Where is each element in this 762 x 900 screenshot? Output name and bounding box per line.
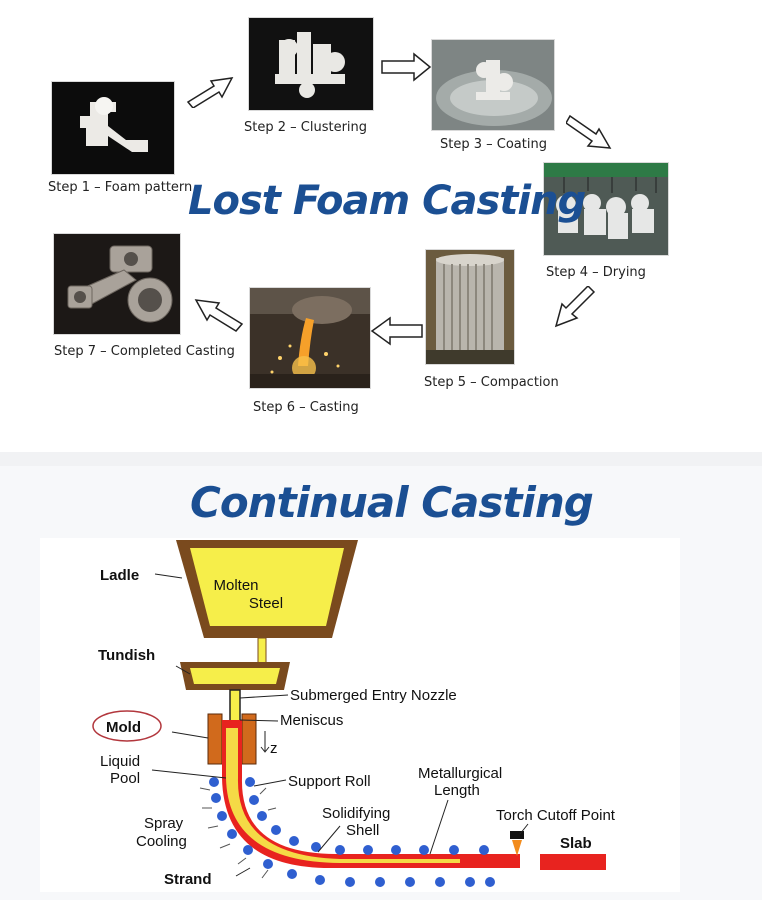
- step-3-label: Step 3 – Coating: [440, 137, 547, 152]
- arrow-step4-to-step5: [554, 286, 596, 328]
- support-roll-pointer: [253, 779, 287, 787]
- step-6-label: Step 6 – Casting: [253, 400, 359, 415]
- nozzle-pointer: [239, 694, 289, 699]
- meniscus-label: Meniscus: [280, 712, 343, 729]
- tundish-steel: [190, 668, 280, 684]
- metallurgical-line2: Length: [434, 782, 480, 799]
- step-2-photo: [249, 18, 373, 110]
- slab: [540, 854, 606, 870]
- support-roll-label: Support Roll: [288, 773, 371, 790]
- step-1-label: Step 1 – Foam pattern: [48, 180, 193, 195]
- step-4-label: Step 4 – Drying: [546, 265, 646, 280]
- liquid-pool-line2: Pool: [110, 770, 140, 787]
- mold-pointer: [171, 731, 209, 739]
- slab-label: Slab: [560, 835, 592, 852]
- arrow-step5-to-step6: [370, 316, 423, 346]
- torch-head: [510, 831, 524, 839]
- torch-flame: [512, 840, 522, 856]
- step-4-photo: [544, 163, 668, 255]
- step-1-photo: [52, 82, 174, 174]
- step-5-label: Step 5 – Compaction: [424, 375, 559, 390]
- mold-label-ring: [92, 710, 162, 742]
- meniscus-pointer: [239, 719, 279, 722]
- strand-label: Strand: [164, 871, 212, 888]
- continuous-casting-diagram: Ladle Molten Steel Tundish Submerged Ent…: [40, 538, 680, 892]
- lost-foam-panel: Step 1 – Foam pattern Step 2 – Clusterin…: [48, 18, 668, 415]
- molten-label-line1: Molten: [213, 577, 258, 594]
- support-rolls: [209, 777, 495, 887]
- z-axis-arrowhead: [260, 746, 270, 753]
- lost-foam-title: Lost Foam Casting: [188, 178, 586, 224]
- ladle-label: Ladle: [100, 567, 139, 584]
- arrow-step2-to-step3: [381, 52, 432, 82]
- torch-label: Torch Cutoff Point: [496, 807, 616, 824]
- step-7-label: Step 7 – Completed Casting: [54, 344, 235, 359]
- mold-right-wall: [241, 713, 257, 765]
- liquid-pool-pointer: [151, 769, 227, 779]
- metallurgical-line1: Metallurgical: [418, 765, 502, 782]
- step-2-label: Step 2 – Clustering: [244, 120, 368, 135]
- solidifying-line1: Solidifying: [322, 805, 390, 822]
- continual-casting-title: Continual Casting: [190, 478, 594, 527]
- spray-jets: [199, 787, 277, 879]
- step-5-photo: [426, 250, 514, 364]
- step-6-photo: [250, 288, 370, 388]
- arrow-step3-to-step4: [566, 114, 612, 149]
- tundish-pointer: [175, 665, 191, 675]
- liquid-core: [226, 728, 460, 863]
- molten-label-line2: Steel: [249, 595, 283, 612]
- molten-steel-in-ladle: [190, 548, 344, 626]
- arrow-step1-to-step2: [186, 77, 234, 108]
- solidifying-line2: Shell: [346, 822, 379, 839]
- section-divider: [0, 452, 762, 466]
- metallurgical-pointer: [429, 799, 449, 855]
- mold-label: Mold: [106, 719, 141, 736]
- torch-pointer: [519, 823, 529, 835]
- nozzle-label: Submerged Entry Nozzle: [290, 687, 457, 704]
- step-7-photo: [54, 234, 180, 334]
- strand-pointer: [235, 867, 251, 877]
- spray-cooling-line2: Cooling: [136, 833, 187, 850]
- step-3-photo: [432, 40, 554, 130]
- mold-left-wall: [207, 713, 223, 765]
- spray-cooling-line1: Spray: [144, 815, 184, 832]
- arrow-step6-to-step7: [194, 299, 244, 332]
- z-label: z: [270, 740, 278, 757]
- solidifying-shell-pointer: [317, 825, 341, 853]
- tundish-label: Tundish: [98, 647, 155, 664]
- ladle-pointer: [154, 573, 183, 579]
- liquid-pool-line1: Liquid: [100, 753, 140, 770]
